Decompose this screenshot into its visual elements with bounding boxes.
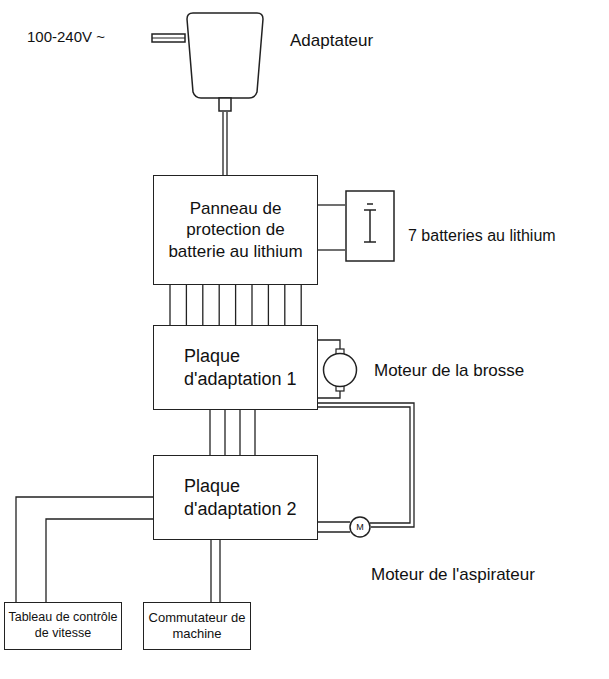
adapter-body bbox=[187, 13, 263, 98]
wire bbox=[226, 112, 227, 175]
motor-letter: M bbox=[356, 523, 364, 532]
wire bbox=[254, 410, 255, 455]
wire-connector bbox=[211, 540, 220, 602]
wire-connector bbox=[170, 285, 301, 325]
battery-symbol bbox=[364, 204, 376, 242]
protection-board: Panneau de protection de batterie au lit… bbox=[153, 175, 318, 285]
adapter-neck bbox=[219, 98, 231, 111]
wire bbox=[318, 407, 410, 523]
motor-circle bbox=[350, 517, 370, 537]
wire bbox=[318, 204, 345, 205]
part-label: Moteur de l'aspirateur bbox=[371, 564, 535, 585]
adapter-board: Plaque d'adaptation 2 bbox=[153, 455, 318, 540]
wire-connector bbox=[16, 497, 153, 602]
box-label: Tableau de contrôle de vitesse bbox=[5, 610, 121, 641]
brush-motor-outline bbox=[322, 352, 358, 388]
wire bbox=[202, 285, 203, 325]
wire-connector bbox=[318, 522, 350, 532]
part-label: Adaptateur bbox=[290, 30, 373, 51]
wire bbox=[301, 285, 302, 325]
motor-circle bbox=[324, 354, 357, 387]
speed-control-board: Tableau de contrôle de vitesse bbox=[4, 602, 122, 650]
wire bbox=[219, 540, 220, 602]
adapter-board: Plaque d'adaptation 1 bbox=[153, 325, 318, 410]
wire bbox=[16, 497, 153, 602]
wire bbox=[318, 391, 340, 398]
wire bbox=[318, 403, 414, 527]
machine-switch: Commutateur de machine bbox=[143, 602, 251, 650]
box-label: Plaque d'adaptation 2 bbox=[154, 475, 317, 520]
wire bbox=[186, 285, 187, 325]
wire-connector bbox=[223, 112, 227, 175]
wire bbox=[209, 410, 210, 455]
part-label: Moteur de la brosse bbox=[374, 360, 524, 381]
wire bbox=[251, 285, 252, 325]
wire bbox=[318, 521, 350, 522]
adapter-outline bbox=[185, 12, 265, 112]
wire bbox=[318, 531, 350, 532]
battery-pack: 7 batteries au lithium bbox=[345, 190, 395, 262]
wire bbox=[222, 112, 223, 175]
box-label: Plaque d'adaptation 1 bbox=[154, 345, 317, 390]
box-label: Panneau de protection de batterie au lit… bbox=[154, 198, 317, 262]
wire bbox=[318, 249, 345, 250]
adapter: Adaptateur bbox=[185, 12, 265, 112]
wire bbox=[268, 285, 269, 325]
wire bbox=[219, 285, 220, 325]
plug-pin bbox=[152, 34, 185, 42]
wire-connector bbox=[318, 403, 414, 527]
wire bbox=[235, 285, 236, 325]
wire bbox=[169, 285, 170, 325]
part-label: 7 batteries au lithium bbox=[408, 226, 556, 246]
plug-pin-line bbox=[152, 38, 185, 39]
wire bbox=[46, 519, 153, 602]
wire bbox=[224, 410, 225, 455]
battery-pack-outline bbox=[345, 190, 395, 262]
battery-box bbox=[346, 191, 394, 261]
wire bbox=[284, 285, 285, 325]
wire-connector bbox=[210, 410, 255, 455]
wire bbox=[210, 540, 211, 602]
voltage-label: 100-240V ~ bbox=[27, 29, 105, 44]
box-label: Commutateur de machine bbox=[144, 610, 250, 643]
brush-motor: Moteur de la brosse bbox=[322, 352, 358, 388]
wire bbox=[318, 340, 340, 349]
wire bbox=[239, 410, 240, 455]
wire-connector bbox=[318, 205, 345, 250]
